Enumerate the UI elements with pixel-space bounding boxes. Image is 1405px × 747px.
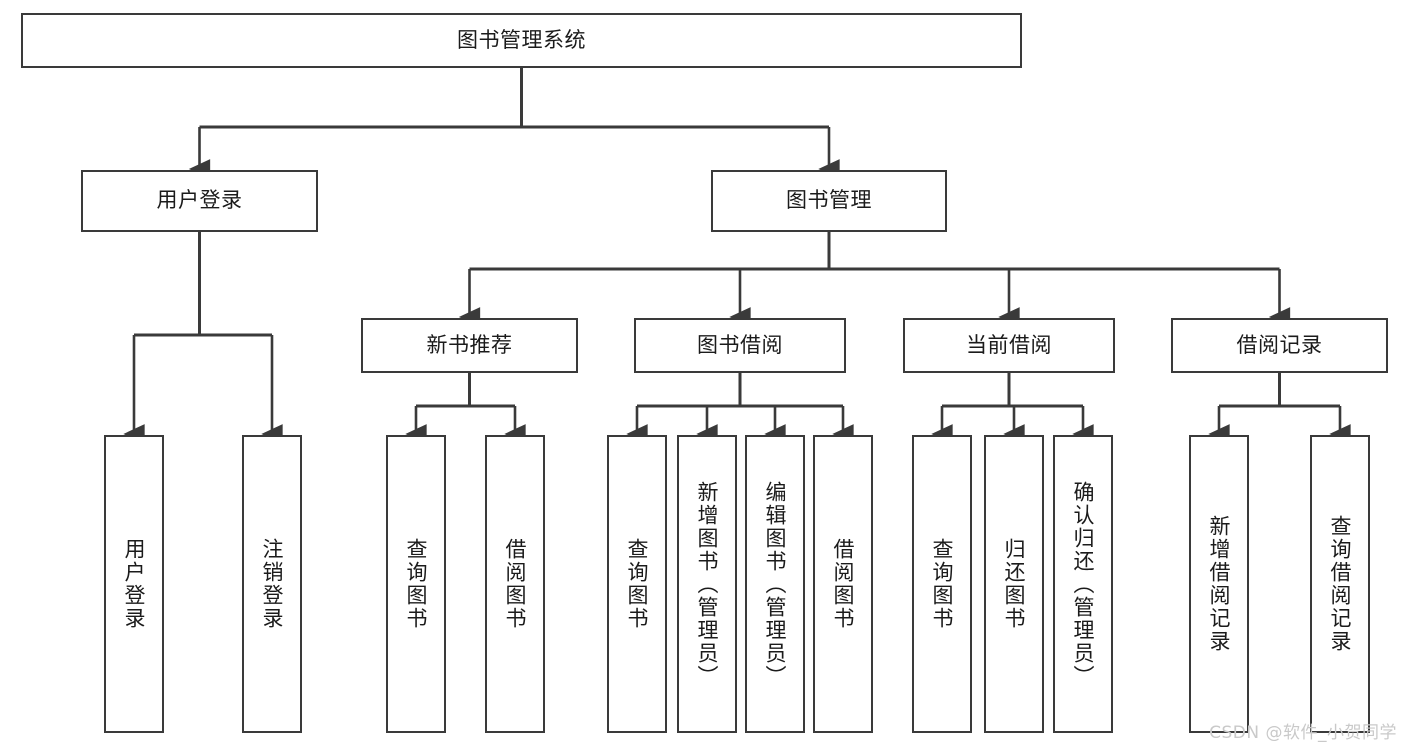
node-current[interactable]: 当前借阅 — [903, 318, 1115, 373]
node-label: 借阅图书 — [831, 538, 856, 630]
node-label: 图书借阅 — [697, 332, 783, 357]
node-label: 图书管理 — [786, 188, 872, 213]
node-root[interactable]: 图书管理系统 — [21, 13, 1022, 68]
node-label: 注销登录 — [260, 538, 285, 630]
node-label: 查询借阅记录 — [1328, 515, 1353, 653]
node-borrow[interactable]: 图书借阅 — [634, 318, 846, 373]
node-leaf-borrow-3[interactable]: 编辑图书（管理员） — [745, 435, 805, 733]
node-leaf-borrow-2[interactable]: 新增图书（管理员） — [677, 435, 737, 733]
node-leaf-current-1[interactable]: 查询图书 — [912, 435, 972, 733]
node-label: 新增图书（管理员） — [695, 480, 720, 688]
watermark-text: CSDN @软件_小贺同学 — [1209, 723, 1397, 743]
node-login[interactable]: 用户登录 — [81, 170, 318, 232]
node-leaf-records-1[interactable]: 新增借阅记录 — [1189, 435, 1249, 733]
node-leaf-newrec-1[interactable]: 查询图书 — [386, 435, 446, 733]
node-label: 图书管理系统 — [457, 27, 586, 52]
node-label: 用户登录 — [122, 538, 147, 630]
node-label: 确认归还（管理员） — [1071, 480, 1096, 688]
edge-group — [123, 68, 1351, 444]
node-leaf-current-2[interactable]: 归还图书 — [984, 435, 1044, 733]
node-label: 当前借阅 — [966, 332, 1052, 357]
node-label: 查询图书 — [404, 538, 429, 630]
node-label: 借阅图书 — [503, 538, 528, 630]
node-label: 用户登录 — [156, 188, 243, 213]
node-label: 新增借阅记录 — [1207, 515, 1232, 653]
node-leaf-login-1[interactable]: 用户登录 — [104, 435, 164, 733]
node-leaf-newrec-2[interactable]: 借阅图书 — [485, 435, 545, 733]
node-label: 查询图书 — [625, 538, 650, 630]
node-label: 借阅记录 — [1236, 332, 1323, 357]
node-label: 查询图书 — [930, 538, 955, 630]
node-leaf-borrow-4[interactable]: 借阅图书 — [813, 435, 873, 733]
node-label: 新书推荐 — [426, 332, 513, 357]
node-newrec[interactable]: 新书推荐 — [361, 318, 578, 373]
node-label: 编辑图书（管理员） — [763, 480, 788, 688]
node-records[interactable]: 借阅记录 — [1171, 318, 1388, 373]
node-bookmgmt[interactable]: 图书管理 — [711, 170, 947, 232]
node-leaf-records-2[interactable]: 查询借阅记录 — [1310, 435, 1370, 733]
node-label: 归还图书 — [1002, 538, 1027, 630]
node-leaf-current-3[interactable]: 确认归还（管理员） — [1053, 435, 1113, 733]
node-leaf-borrow-1[interactable]: 查询图书 — [607, 435, 667, 733]
node-leaf-login-2[interactable]: 注销登录 — [242, 435, 302, 733]
